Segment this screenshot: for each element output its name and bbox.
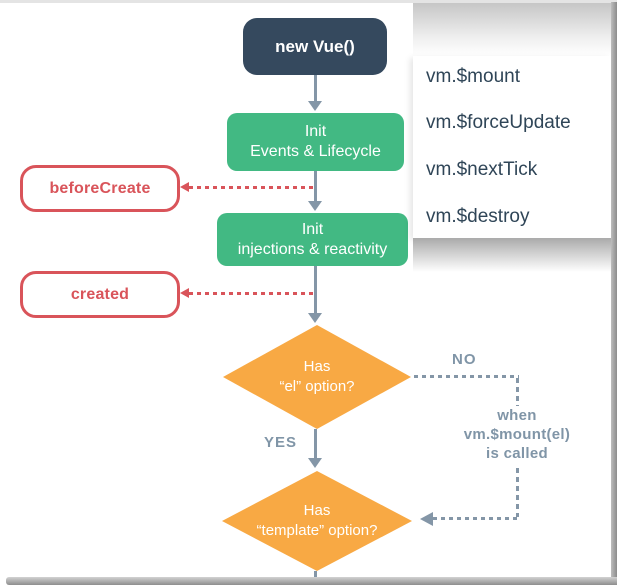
decision-has-template-line1: Has xyxy=(303,502,331,519)
decision-has-el-line2: “el” option? xyxy=(279,378,355,395)
api-methods-popup: vm.$mount vm.$forceUpdate vm.$nextTick v… xyxy=(413,56,611,238)
arrowhead-left-icon xyxy=(180,182,189,192)
popup-item-mount[interactable]: vm.$mount xyxy=(426,66,520,87)
dashed-line-no-route xyxy=(516,378,519,406)
arrowhead-left-icon xyxy=(180,288,189,298)
decision-has-el-line1: Has xyxy=(303,358,331,375)
yes-label: YES xyxy=(264,434,298,451)
popup-item-force-update[interactable]: vm.$forceUpdate xyxy=(426,112,571,133)
node-init-events: Init Events & Lifecycle xyxy=(227,113,404,171)
node-init-injections: Init injections & reactivity xyxy=(217,213,408,266)
popup-item-destroy[interactable]: vm.$destroy xyxy=(426,206,530,227)
arrowhead-down-icon xyxy=(308,201,322,211)
popup-top-shadow xyxy=(413,3,611,56)
when-note-line1: when xyxy=(497,407,537,424)
no-label: NO xyxy=(452,351,477,368)
popup-item-next-tick[interactable]: vm.$nextTick xyxy=(426,159,538,180)
flow-line xyxy=(314,266,317,315)
flow-line xyxy=(314,429,317,460)
node-init-injections-line1: Init xyxy=(301,220,324,238)
hook-created-label: created xyxy=(70,285,130,303)
arrowhead-left-icon xyxy=(420,512,433,526)
node-init-injections-line2: injections & reactivity xyxy=(237,240,388,258)
arrowhead-down-icon xyxy=(308,101,322,111)
arrowhead-down-icon xyxy=(308,313,322,323)
node-init-events-line1: Init xyxy=(304,123,327,140)
dotted-line-no-route xyxy=(433,517,519,520)
popup-bottom-shadow xyxy=(413,238,612,272)
dashed-line-no-route xyxy=(516,468,519,517)
node-new-vue: new Vue() xyxy=(243,18,387,75)
flow-line xyxy=(314,571,317,578)
node-new-vue-label: new Vue() xyxy=(275,36,355,56)
hook-before-create-label: beforeCreate xyxy=(49,179,151,197)
decision-has-el: Has “el” option? xyxy=(223,325,411,429)
decision-has-template-line2: “template” option? xyxy=(256,522,378,539)
when-mount-note: when vm.$mount(el) is called xyxy=(437,406,597,463)
arrowhead-down-icon xyxy=(308,458,322,468)
dotted-line-no-route xyxy=(414,375,519,378)
dotted-line-created xyxy=(189,292,313,295)
hook-created: created xyxy=(20,271,180,318)
window-right-edge xyxy=(611,2,617,585)
flow-line xyxy=(314,75,317,103)
when-note-line2: vm.$mount(el) xyxy=(463,426,571,443)
dotted-line-before-create xyxy=(189,186,313,189)
flow-line xyxy=(314,171,317,203)
hook-before-create: beforeCreate xyxy=(20,165,180,212)
window-bottom-edge xyxy=(6,577,617,585)
decision-has-template: Has “template” option? xyxy=(222,471,412,571)
window-top-edge xyxy=(0,0,617,3)
node-init-events-line2: Events & Lifecycle xyxy=(250,143,381,160)
when-note-line3: is called xyxy=(486,445,548,462)
